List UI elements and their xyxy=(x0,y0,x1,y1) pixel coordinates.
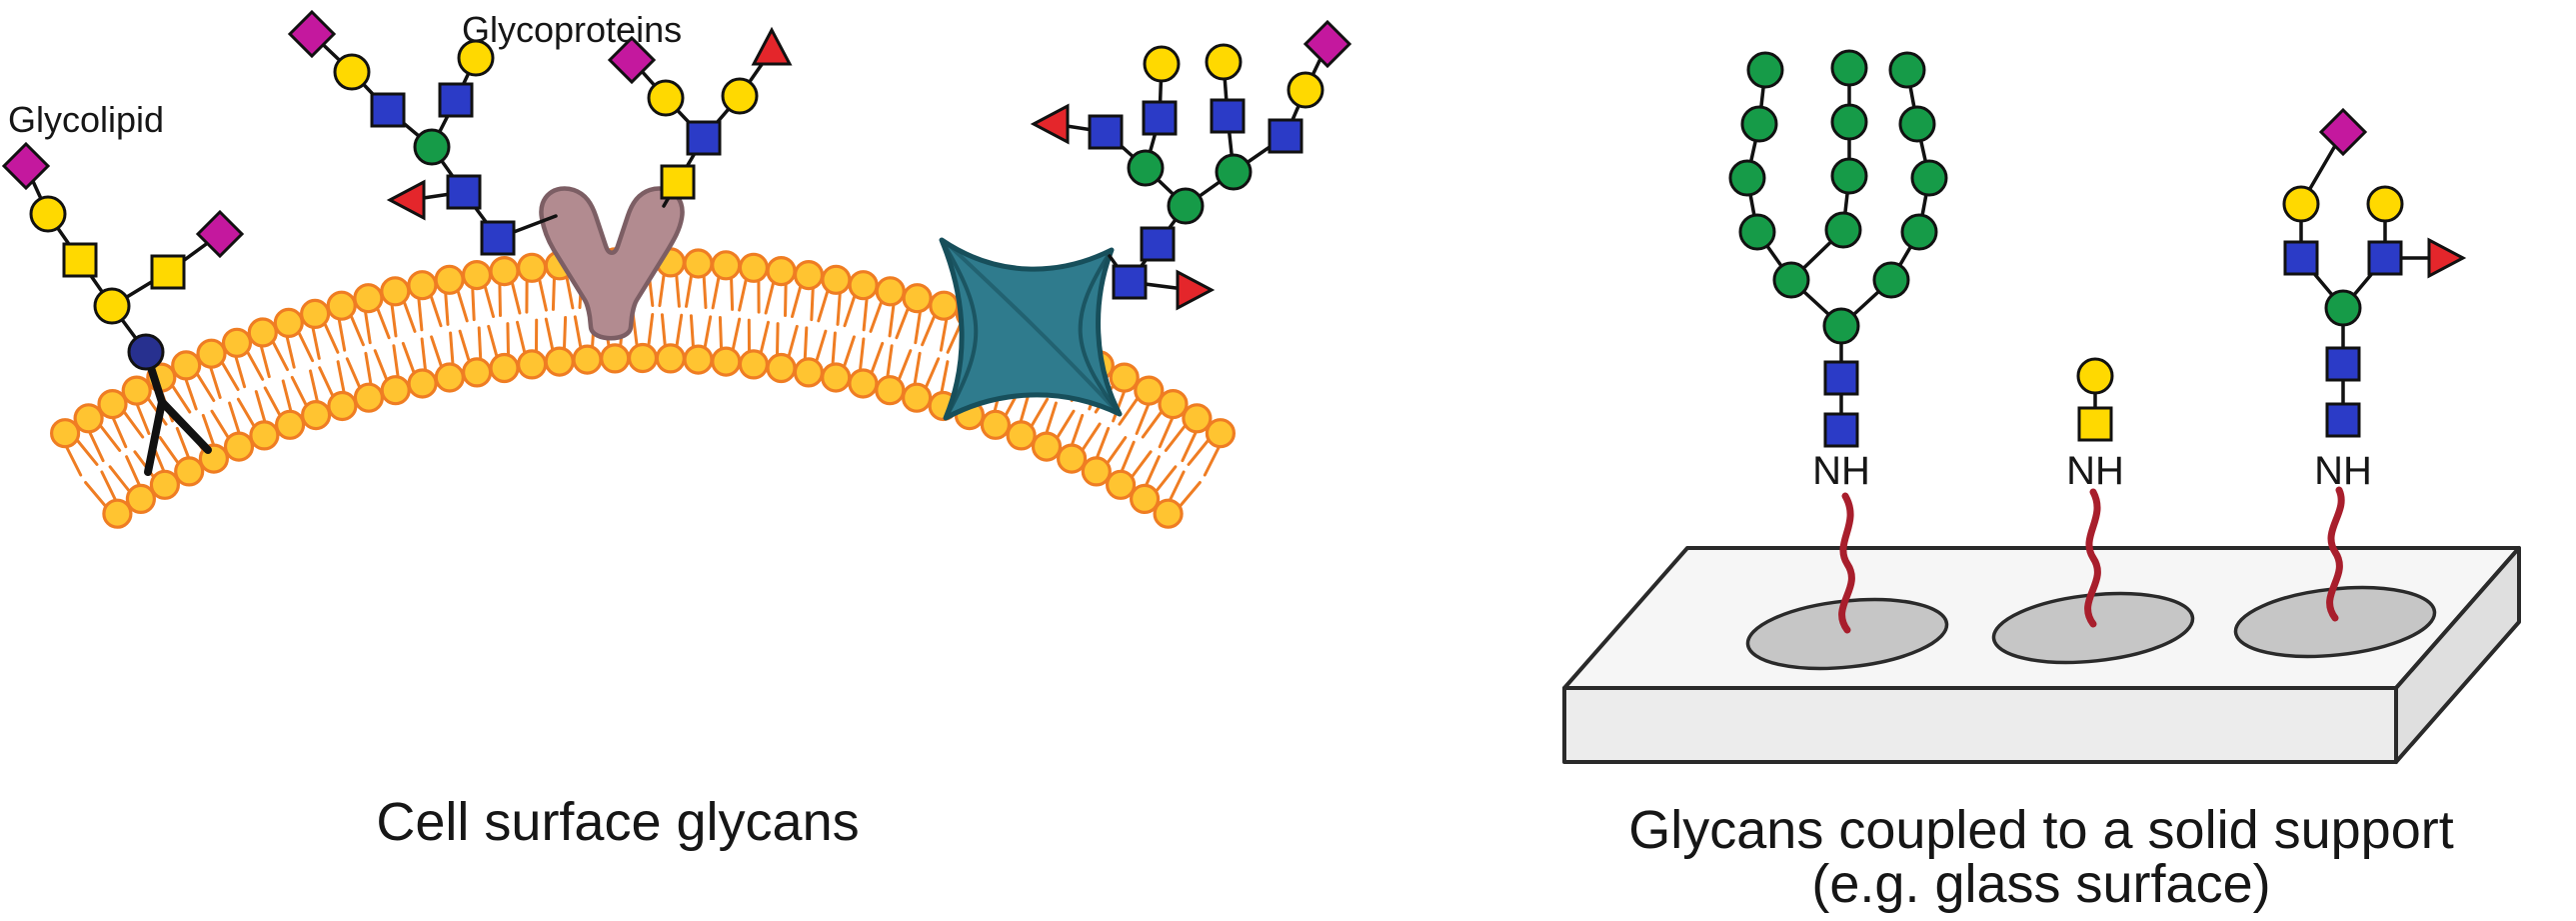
monosaccharide-magenta-diamond xyxy=(287,9,337,59)
monosaccharide-magenta-diamond xyxy=(1302,19,1352,69)
monosaccharide-magenta-diamond xyxy=(607,35,657,85)
array-glycan-tn xyxy=(2076,357,2114,442)
monosaccharide-yellow-circle xyxy=(93,287,131,325)
receptor-glycan-right xyxy=(607,26,793,208)
monosaccharide-blue-square xyxy=(1823,360,1859,396)
monosaccharide-magenta-diamond xyxy=(1,141,51,191)
monosaccharide-yellow-square xyxy=(660,164,696,200)
monosaccharide-blue-square xyxy=(1088,114,1124,150)
left-caption: Cell surface glycans xyxy=(376,792,859,852)
monosaccharide-blue-square xyxy=(1210,98,1246,134)
linker-squiggles xyxy=(1838,486,2345,634)
slide-front-face xyxy=(1562,686,2398,764)
monosaccharide-red-triangle xyxy=(386,179,426,221)
monosaccharide-green-circle xyxy=(1127,149,1165,187)
monosaccharide-blue-square xyxy=(446,174,482,210)
monosaccharide-yellow-circle xyxy=(1287,71,1324,109)
monosaccharide-blue-square xyxy=(2325,402,2361,438)
monosaccharide-yellow-circle xyxy=(1143,45,1181,83)
monosaccharide-yellow-circle xyxy=(2076,357,2114,395)
monosaccharide-magenta-diamond xyxy=(195,209,245,259)
lectin-fold-line-right xyxy=(1078,248,1122,416)
monosaccharide-blue-square xyxy=(1268,118,1303,154)
monosaccharide-green-circle xyxy=(1738,213,1776,251)
monosaccharide-yellow-square xyxy=(150,254,186,290)
monosaccharide-green-circle xyxy=(1824,211,1862,249)
monosaccharide-green-circle xyxy=(1215,153,1253,191)
slide-right-face xyxy=(2394,546,2521,764)
lectin-fold-line-left xyxy=(940,238,979,419)
monosaccharide-magenta-diamond xyxy=(2318,107,2368,157)
monosaccharide-yellow-circle xyxy=(29,195,67,233)
glycan-structures xyxy=(1,9,2467,476)
receptor-glycan-left xyxy=(287,9,558,256)
linker-squiggle-3 xyxy=(2326,486,2345,622)
monosaccharide-red-triangle xyxy=(2427,237,2467,279)
nh-label-3: NH xyxy=(2314,449,2372,493)
monosaccharide-yellow-square xyxy=(2077,406,2113,442)
monosaccharide-green-circle xyxy=(1872,261,1910,299)
monosaccharide-blue-square xyxy=(1140,226,1176,262)
monosaccharide-blue-square xyxy=(480,220,516,256)
monosaccharide-green-circle xyxy=(1740,105,1778,143)
membrane-lectin-protein xyxy=(939,237,1123,421)
monosaccharide-navy-circle xyxy=(127,333,165,371)
linker-squiggle-2 xyxy=(2084,488,2101,628)
lectin-glycan xyxy=(1030,19,1352,311)
monosaccharide-green-circle xyxy=(1898,105,1936,143)
monosaccharide-green-circle xyxy=(1888,51,1926,89)
monosaccharide-green-circle xyxy=(1728,159,1766,197)
monosaccharide-green-circle xyxy=(1167,187,1205,225)
solid-support-slide xyxy=(1562,546,2521,764)
monosaccharide-yellow-circle xyxy=(2282,185,2320,223)
array-glycan-biantennary xyxy=(2282,107,2467,438)
monosaccharide-green-circle xyxy=(1746,51,1784,89)
nh-label-2: NH xyxy=(2066,449,2124,493)
monosaccharide-blue-square xyxy=(2283,240,2319,276)
monosaccharide-blue-square xyxy=(1823,412,1859,448)
lectin-fold-line-diagonal xyxy=(946,242,1118,412)
glycolipid-label: Glycolipid xyxy=(8,99,164,140)
monosaccharide-green-circle xyxy=(1910,159,1948,197)
lectin-body xyxy=(939,237,1123,421)
monosaccharide-green-circle xyxy=(1830,157,1868,195)
linker-squiggle-1 xyxy=(1838,492,1855,634)
monosaccharide-yellow-square xyxy=(62,242,98,278)
nh-label-1: NH xyxy=(1812,449,1870,493)
monosaccharide-green-circle xyxy=(1830,103,1868,141)
monosaccharide-red-triangle xyxy=(1176,269,1216,311)
monosaccharide-blue-square xyxy=(2325,346,2361,382)
monosaccharide-red-triangle xyxy=(1030,103,1070,145)
glycoprotein-receptor xyxy=(539,186,685,341)
right-caption-line2: (e.g. glass surface) xyxy=(1811,854,2270,914)
monosaccharide-red-triangle xyxy=(751,26,793,66)
monosaccharide-green-circle xyxy=(1830,49,1868,87)
right-caption-line1: Glycans coupled to a solid support xyxy=(1628,800,2453,860)
monosaccharide-green-circle xyxy=(1822,307,1860,345)
monosaccharide-yellow-circle xyxy=(2366,185,2404,223)
monosaccharide-green-circle xyxy=(2324,289,2362,327)
monosaccharide-yellow-circle xyxy=(333,53,371,91)
glycoproteins-label: Glycoproteins xyxy=(462,9,682,50)
monosaccharide-green-circle xyxy=(1900,213,1938,251)
monosaccharide-blue-square xyxy=(1112,264,1148,300)
monosaccharide-blue-square xyxy=(1142,100,1178,136)
monosaccharide-yellow-circle xyxy=(457,39,495,77)
monosaccharide-yellow-circle xyxy=(721,77,759,115)
array-glycan-high-mannose xyxy=(1728,49,1948,448)
monosaccharide-green-circle xyxy=(1772,261,1810,299)
monosaccharide-blue-square xyxy=(438,82,474,118)
monosaccharide-yellow-circle xyxy=(1205,43,1243,81)
monosaccharide-blue-square xyxy=(2367,240,2403,276)
monosaccharide-green-circle xyxy=(413,128,451,166)
monosaccharide-yellow-circle xyxy=(647,79,685,117)
glycolipid-glycan xyxy=(1,141,245,476)
monosaccharide-blue-square xyxy=(370,92,406,128)
monosaccharide-blue-square xyxy=(686,120,722,156)
